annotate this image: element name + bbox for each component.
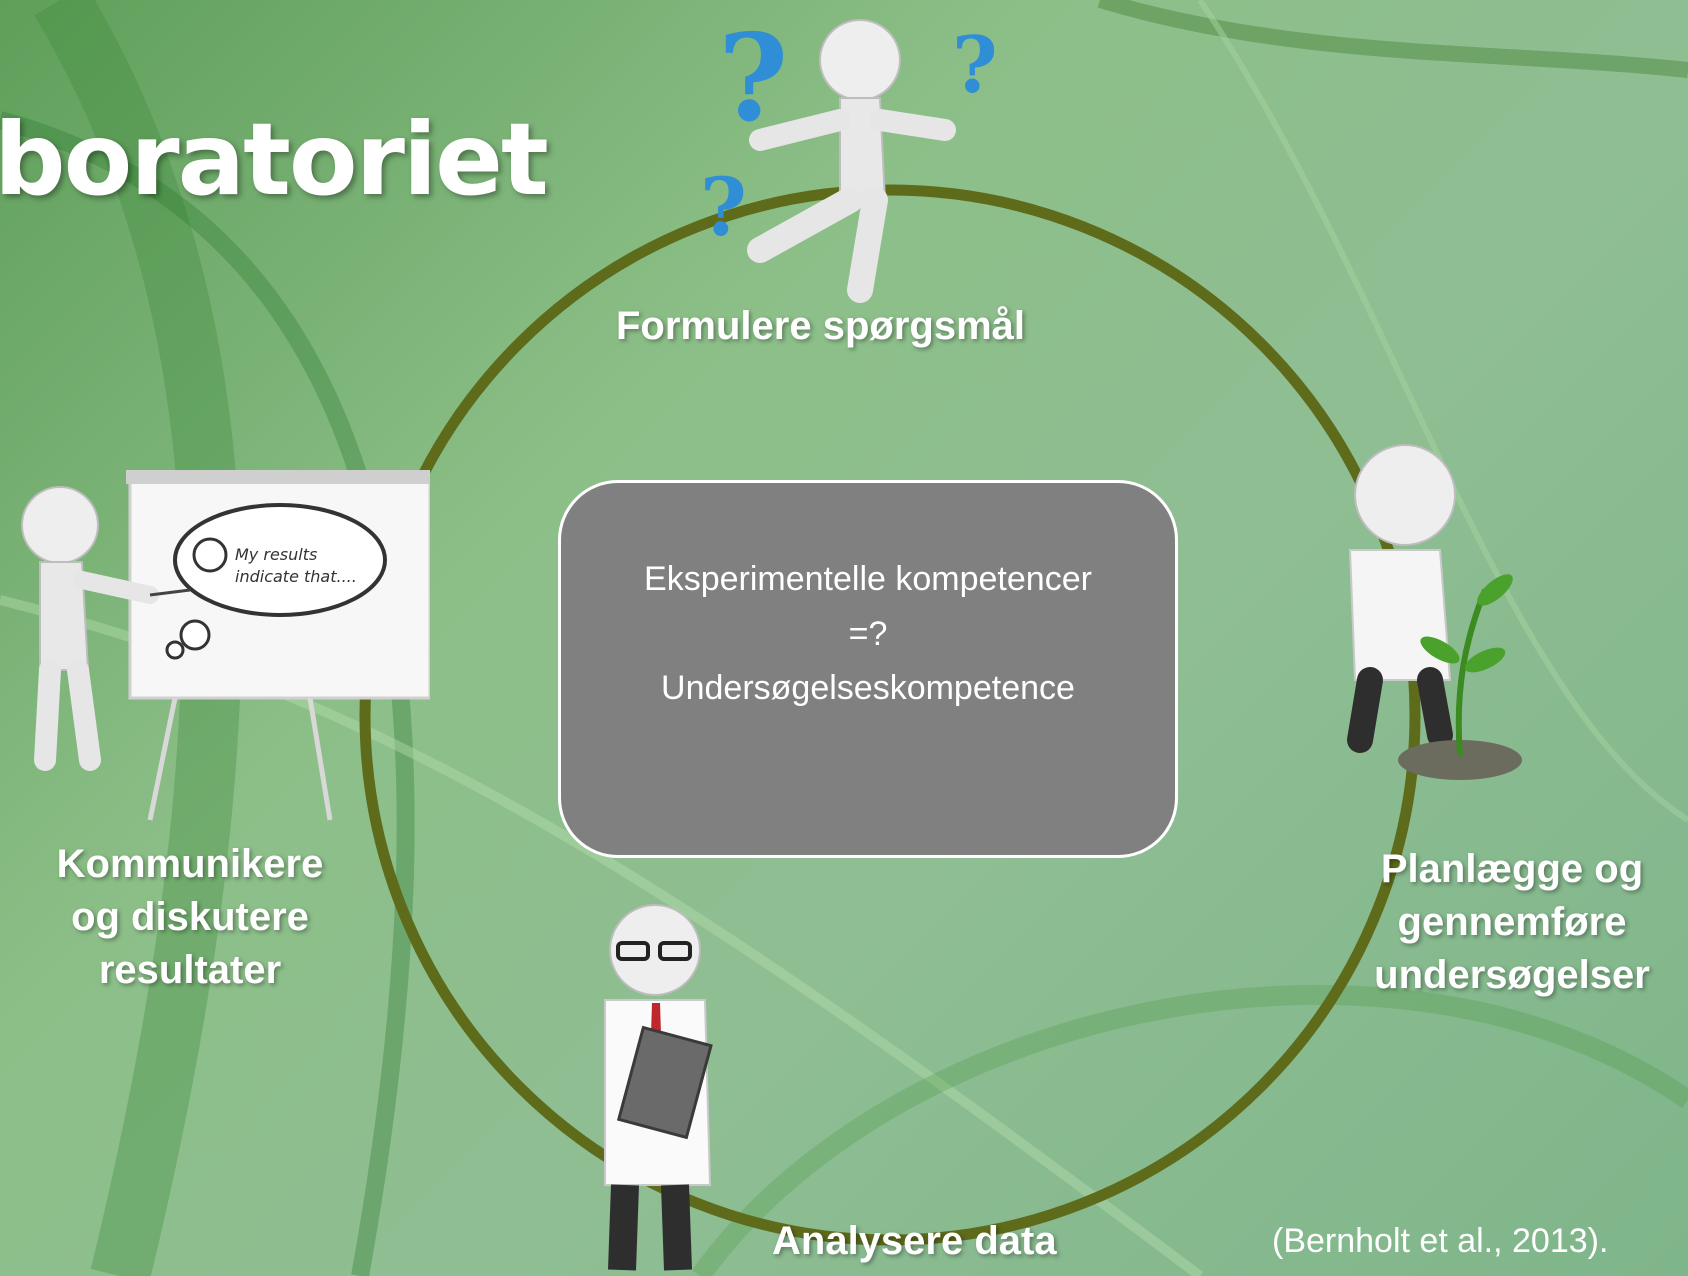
plant-icon	[1455, 588, 1488, 756]
stage-communicate-line-1: Kommunikere	[56, 842, 324, 886]
stage-formulate-questions: Formulere spørgsmål	[616, 304, 1026, 348]
stage-plan-investigations: Planlægge og gennemføre undersøgelser	[1337, 843, 1687, 1001]
cycle-ring	[359, 184, 1421, 1246]
scientist-clipboard-figure	[604, 904, 713, 1271]
stage-plan-line-2: gennemføre	[1397, 899, 1627, 944]
question-mark-icon: ?	[952, 20, 998, 111]
stage-plan-line-3: undersøgelser	[1374, 952, 1650, 997]
clipboard-icon	[616, 1025, 713, 1140]
lightbulb-icon	[192, 537, 228, 573]
stage-communicate-results: Kommunikere og diskutere resultater	[10, 838, 370, 996]
center-line-3: Undersøgelseskompetence	[661, 669, 1075, 708]
stage-plan-line-1: Planlægge og	[1380, 847, 1644, 891]
question-mark-icon: ?	[700, 160, 747, 254]
stage-communicate-line-2: og diskutere	[71, 894, 309, 939]
stage-analyse-data: Analysere data	[772, 1219, 1057, 1263]
easel-note-line-1: My results	[235, 545, 317, 564]
question-juggler-figure: ? ? ?	[700, 8, 998, 303]
center-line-2: =?	[848, 614, 888, 653]
stage-communicate-line-3: resultater	[98, 947, 282, 992]
center-line-1: Eksperimentelle kompetencer	[644, 560, 1092, 599]
center-competence-box: Eksperimentelle kompetencer =? Undersøge…	[558, 480, 1178, 858]
easel-note-line-2: indicate that....	[235, 567, 357, 586]
gardener-plant-figure	[1347, 444, 1522, 780]
presenter-easel-figure: My results indicate that....	[21, 470, 430, 821]
citation: (Bernholt et al., 2013).	[1272, 1222, 1609, 1260]
page-title: boratoriet	[0, 101, 549, 218]
